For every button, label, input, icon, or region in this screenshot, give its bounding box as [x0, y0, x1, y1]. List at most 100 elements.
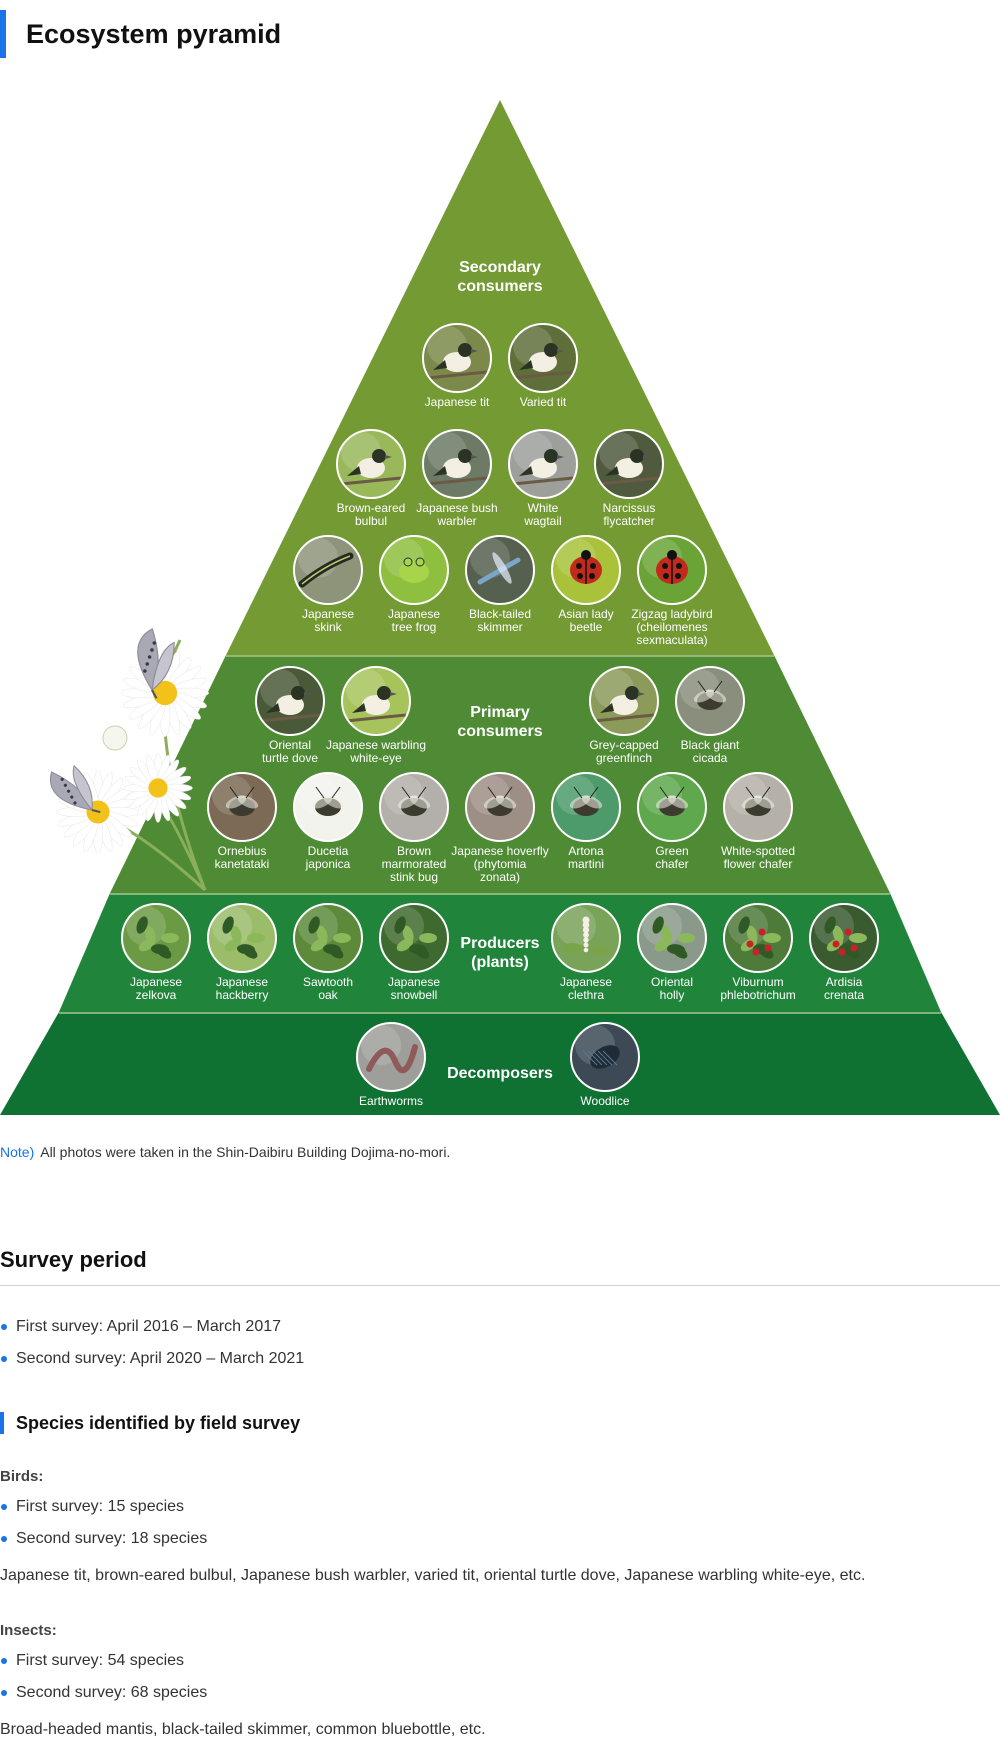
species-name-line: wagtail — [523, 514, 561, 528]
species-name-line: warbler — [436, 514, 476, 528]
species-photo — [638, 536, 706, 604]
species-name-line: beetle — [570, 620, 603, 634]
species-name-line: Japanese bush — [416, 501, 497, 515]
ladybug-icon — [570, 550, 602, 584]
species-name-line: martini — [568, 857, 604, 871]
species-name-line: White-spotted — [721, 844, 795, 858]
leaf-icon — [308, 916, 351, 959]
species-name-line: Japanese warbling — [326, 738, 426, 752]
level-label-line: Primary — [470, 704, 530, 721]
species-name-line: Black giant — [681, 738, 740, 752]
species-name-line: Brown — [397, 844, 431, 858]
species-name: Earthworms — [359, 1094, 423, 1108]
tier-secondary-consumers — [226, 100, 774, 655]
tier-decomposers — [0, 1012, 1000, 1115]
page-title: Ecosystem pyramid — [0, 10, 600, 58]
species-name-line: zonata) — [480, 870, 520, 884]
species-name: Woodlice — [580, 1094, 629, 1108]
leaf-icon — [652, 916, 695, 959]
species-item: Woodlice — [570, 1022, 640, 1108]
species-name-line: Zigzag ladybird — [631, 607, 712, 621]
bird-icon — [598, 449, 660, 486]
species-photo — [294, 536, 362, 604]
species-name-line: Ducetia — [308, 844, 349, 858]
tier-producers — [59, 893, 941, 1012]
flower-icon — [562, 916, 610, 955]
bug-icon — [397, 786, 431, 816]
species-name-line: Green — [655, 844, 688, 858]
list-item: First survey: April 2016 – March 2017 — [0, 1316, 304, 1348]
species-name-line: Japanese tit — [425, 395, 490, 409]
species-photo — [638, 904, 706, 972]
species-name-line: Japanese — [302, 607, 354, 621]
species-name-line: Earthworms — [359, 1094, 423, 1108]
species-name: Varied tit — [520, 395, 567, 409]
species-name-line: chafer — [655, 857, 688, 871]
species-name-line: white-eye — [349, 751, 402, 765]
species-photo — [509, 430, 577, 498]
species-name-line: Asian lady — [558, 607, 613, 621]
daisy-bud-icon — [102, 725, 128, 751]
insects-label: Insects: — [0, 1622, 57, 1639]
species-name-line: oak — [318, 988, 338, 1002]
level-label-line: consumers — [457, 278, 542, 295]
species-photo — [724, 904, 792, 972]
bird-icon — [512, 449, 574, 486]
species-name-line: cicada — [693, 751, 728, 765]
species-photo — [466, 773, 534, 841]
daisy-flower-icon — [121, 649, 209, 737]
species-name-line: holly — [660, 988, 685, 1002]
species-name-line: (cheilomenes — [636, 620, 707, 634]
species-name-line: Japanese — [130, 975, 182, 989]
species-name-line: flower chafer — [724, 857, 793, 871]
level-label-line: (plants) — [471, 954, 529, 971]
species-photo — [638, 773, 706, 841]
species-name-line: Grey-capped — [589, 738, 658, 752]
species-photo — [423, 430, 491, 498]
species-name-line: Japanese — [560, 975, 612, 989]
daisy-flower-icon — [123, 753, 193, 823]
species-name-line: japonica — [305, 857, 351, 871]
survey-period-list: First survey: April 2016 – March 2017 Se… — [0, 1316, 304, 1380]
species-name-line: Japanese — [388, 607, 440, 621]
dragonfly-icon — [477, 552, 521, 585]
lizard-icon — [298, 552, 354, 588]
ladybug-icon — [656, 550, 688, 584]
species-name-line: (phytomia — [474, 857, 527, 871]
worm-icon — [366, 1044, 418, 1074]
photo-note: Note)All photos were taken in the Shin-D… — [0, 1144, 450, 1160]
